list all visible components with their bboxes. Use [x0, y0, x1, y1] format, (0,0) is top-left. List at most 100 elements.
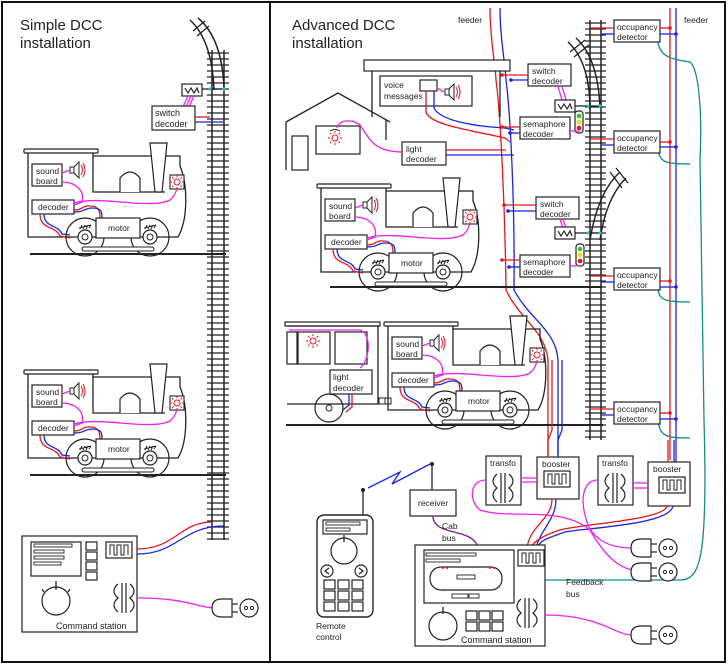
radio-link — [367, 463, 431, 489]
remote-key — [337, 579, 350, 590]
svg-text:semaphore: semaphore — [523, 257, 566, 267]
svg-text:board: board — [396, 349, 418, 359]
simple-title-line2: installation — [20, 35, 91, 52]
advanced-panel: Advanced DCC installation feeder feeder — [284, 7, 708, 647]
motor — [95, 217, 141, 239]
svg-text:detector: detector — [617, 32, 648, 42]
power-plug-icon-3 — [630, 625, 678, 645]
sound-board — [31, 163, 63, 187]
remote-key — [337, 590, 350, 601]
svg-text:detector: detector — [617, 143, 648, 153]
steam-dome — [479, 344, 501, 365]
right-arrow-icon — [358, 567, 364, 575]
semaphore-decoder-1: semaphore decoder — [519, 116, 571, 140]
svg-text:motor: motor — [468, 396, 490, 406]
feeder-label-right: feeder — [684, 15, 708, 25]
semaphore-decoder-2: semaphore decoder — [519, 254, 571, 278]
remote-control-label: Remote — [316, 621, 346, 631]
svg-text:sound: sound — [396, 339, 419, 349]
cab-bus-label: Cab — [442, 521, 458, 531]
motor — [388, 252, 434, 274]
svg-text:decoder: decoder — [38, 423, 69, 433]
throttle-knob-icon — [41, 586, 71, 616]
dcc-signal-icon — [105, 541, 133, 559]
remote-control — [316, 514, 374, 618]
svg-text:Command station: Command station — [461, 635, 532, 645]
advanced-panel-border — [269, 1, 726, 663]
svg-text:bus: bus — [566, 589, 580, 599]
connecting-rod — [441, 419, 515, 425]
feeder-label-left: feeder — [458, 15, 482, 25]
speaker-icon — [69, 382, 86, 400]
svg-text:decoder: decoder — [523, 267, 554, 277]
svg-text:motor: motor — [401, 258, 423, 268]
steam-dome — [119, 392, 141, 413]
simple-switch-decoder: switch decoder — [151, 105, 196, 131]
svg-text:board: board — [36, 397, 58, 407]
svg-text:transfo: transfo — [490, 458, 516, 468]
transfo-1: transfo — [485, 455, 522, 506]
house-light-decoder: light decoder — [401, 141, 447, 166]
svg-text:control: control — [316, 632, 342, 642]
simple-power-plug-icon — [211, 598, 259, 618]
layout-map-icon — [429, 566, 503, 591]
left-arrow-icon — [324, 567, 330, 575]
connecting-rod — [374, 281, 448, 287]
svg-text:board: board — [36, 176, 58, 186]
sound-board — [31, 384, 63, 408]
svg-text:decoder: decoder — [406, 154, 437, 164]
feedback-bus-label: Feedback — [566, 577, 604, 587]
coach-wheel — [314, 393, 344, 423]
svg-text:detector: detector — [617, 414, 648, 424]
house — [285, 92, 403, 171]
svg-text:decoder: decoder — [333, 383, 364, 393]
svg-text:occupancy: occupancy — [617, 404, 658, 414]
svg-text:decoder: decoder — [398, 375, 429, 385]
simple-command-station: Command station — [21, 535, 138, 633]
receiver: receiver — [409, 489, 457, 517]
simple-title-line1: Simple DCC — [20, 17, 103, 34]
svg-text:bus: bus — [442, 533, 456, 543]
semaphore-signal-icon — [574, 110, 584, 134]
svg-text:sound: sound — [36, 387, 59, 397]
svg-text:receiver: receiver — [418, 498, 448, 508]
command-station-key — [491, 621, 504, 632]
remote-key — [351, 590, 364, 601]
speaker-icon — [362, 196, 379, 214]
svg-text:occupancy: occupancy — [617, 22, 658, 32]
booster-2: booster — [647, 461, 691, 507]
steam-dome — [119, 171, 141, 192]
svg-text:sound: sound — [329, 201, 352, 211]
speaker-icon — [429, 334, 446, 352]
remote-key — [337, 601, 350, 612]
svg-text:booster: booster — [653, 464, 682, 474]
advanced-track — [585, 20, 606, 440]
simple-switch-motor-icon — [181, 83, 203, 97]
power-plug-icon-2 — [630, 562, 678, 582]
svg-text:motor: motor — [108, 444, 130, 454]
svg-text:switch: switch — [540, 199, 564, 209]
connecting-rod — [81, 467, 155, 473]
advanced-throttle-knob-icon — [428, 611, 458, 641]
semaphore-signal-icon-2 — [575, 243, 585, 267]
remote-key — [323, 590, 336, 601]
svg-text:sound: sound — [36, 166, 59, 176]
svg-text:switch: switch — [532, 66, 556, 76]
svg-text:decoder: decoder — [38, 202, 69, 212]
power-plug-icon-1 — [630, 538, 678, 558]
svg-text:messages: messages — [384, 91, 423, 101]
advanced-title-line1: Advanced DCC — [292, 17, 396, 34]
command-station-key — [478, 610, 491, 621]
command-station-key — [465, 621, 478, 632]
svg-text:decoder: decoder — [540, 209, 571, 219]
svg-text:occupancy: occupancy — [617, 270, 658, 280]
occupancy-detector-3: occupancy detector — [613, 267, 661, 291]
switch-decoder-1: switch decoder — [527, 63, 572, 87]
transfo-2: transfo — [597, 455, 634, 506]
command-station-key — [478, 621, 491, 632]
svg-text:transfo: transfo — [602, 458, 628, 468]
svg-text:detector: detector — [617, 280, 648, 290]
decoder — [31, 420, 75, 436]
